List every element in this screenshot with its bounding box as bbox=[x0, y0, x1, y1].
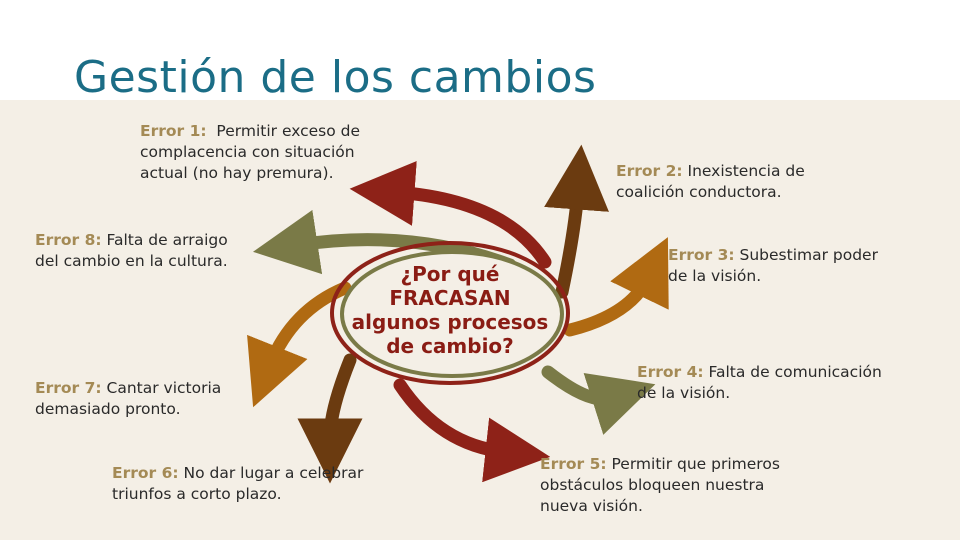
center-question: ¿Por qué FRACASAN algunos procesos de ca… bbox=[330, 262, 570, 358]
error-5-tag: Error 5: bbox=[540, 455, 607, 473]
error-1-line-1: Permitir exceso de bbox=[216, 122, 361, 140]
error-8-line-2: del cambio en la cultura. bbox=[35, 252, 228, 270]
error-2-line-2: coalición conductora. bbox=[616, 183, 782, 201]
center-ring-inner bbox=[340, 250, 564, 378]
error-1-line-2: complacencia con situación bbox=[140, 143, 355, 161]
error-2-tag: Error 2: bbox=[616, 162, 683, 180]
error-5-line-1: Permitir que primeros bbox=[611, 455, 780, 473]
error-1-line-3: actual (no hay premura). bbox=[140, 164, 334, 182]
arrow-error-2 bbox=[544, 144, 609, 299]
error-5-line-2: obstáculos bloqueen nuestra bbox=[540, 476, 765, 494]
error-8-tag: Error 8: bbox=[35, 231, 102, 249]
error-4-label: Error 4: Falta de comunicación de la vis… bbox=[637, 362, 882, 404]
error-5-line-3: nueva visión. bbox=[540, 497, 643, 515]
error-1-label: Error 1: Permitir exceso de complacencia… bbox=[140, 121, 360, 184]
arrow-error-3 bbox=[563, 237, 669, 337]
error-7-label: Error 7: Cantar victoria demasiado pront… bbox=[35, 378, 221, 420]
error-6-label: Error 6: No dar lugar a celebrar triunfo… bbox=[112, 463, 363, 505]
arrow-error-6 bbox=[297, 353, 363, 484]
error-6-line-2: triunfos a corto plazo. bbox=[112, 485, 282, 503]
error-1-tag: Error 1: bbox=[140, 122, 207, 140]
center-line-1: ¿Por qué bbox=[400, 262, 500, 286]
error-4-line-1: Falta de comunicación bbox=[708, 363, 882, 381]
arrow-error-7 bbox=[247, 281, 352, 408]
error-8-label: Error 8: Falta de arraigo del cambio en … bbox=[35, 230, 228, 272]
center-line-4: de cambio? bbox=[386, 334, 514, 358]
error-4-tag: Error 4: bbox=[637, 363, 704, 381]
error-7-line-2: demasiado pronto. bbox=[35, 400, 181, 418]
error-7-line-1: Cantar victoria bbox=[106, 379, 222, 397]
error-3-label: Error 3: Subestimar poder de la visión. bbox=[668, 245, 878, 287]
error-6-line-1: No dar lugar a celebrar bbox=[183, 464, 364, 482]
arrow-error-5 bbox=[393, 378, 551, 483]
arrow-error-4 bbox=[541, 365, 656, 435]
error-8-line-1: Falta de arraigo bbox=[106, 231, 228, 249]
error-3-line-2: de la visión. bbox=[668, 267, 762, 285]
center-ring-outer bbox=[330, 241, 570, 385]
error-3-tag: Error 3: bbox=[668, 246, 735, 264]
error-5-label: Error 5: Permitir que primeros obstáculo… bbox=[540, 454, 780, 517]
slide-title: Gestión de los cambios bbox=[74, 52, 597, 103]
center-line-2: FRACASAN bbox=[389, 286, 511, 310]
error-2-label: Error 2: Inexistencia de coalición condu… bbox=[616, 161, 805, 203]
error-4-line-2: de la visión. bbox=[637, 384, 731, 402]
error-2-line-1: Inexistencia de bbox=[687, 162, 805, 180]
error-7-tag: Error 7: bbox=[35, 379, 102, 397]
error-6-tag: Error 6: bbox=[112, 464, 179, 482]
error-3-line-1: Subestimar poder bbox=[739, 246, 878, 264]
center-line-3: algunos procesos bbox=[351, 310, 549, 334]
arrow-error-1 bbox=[349, 161, 552, 269]
